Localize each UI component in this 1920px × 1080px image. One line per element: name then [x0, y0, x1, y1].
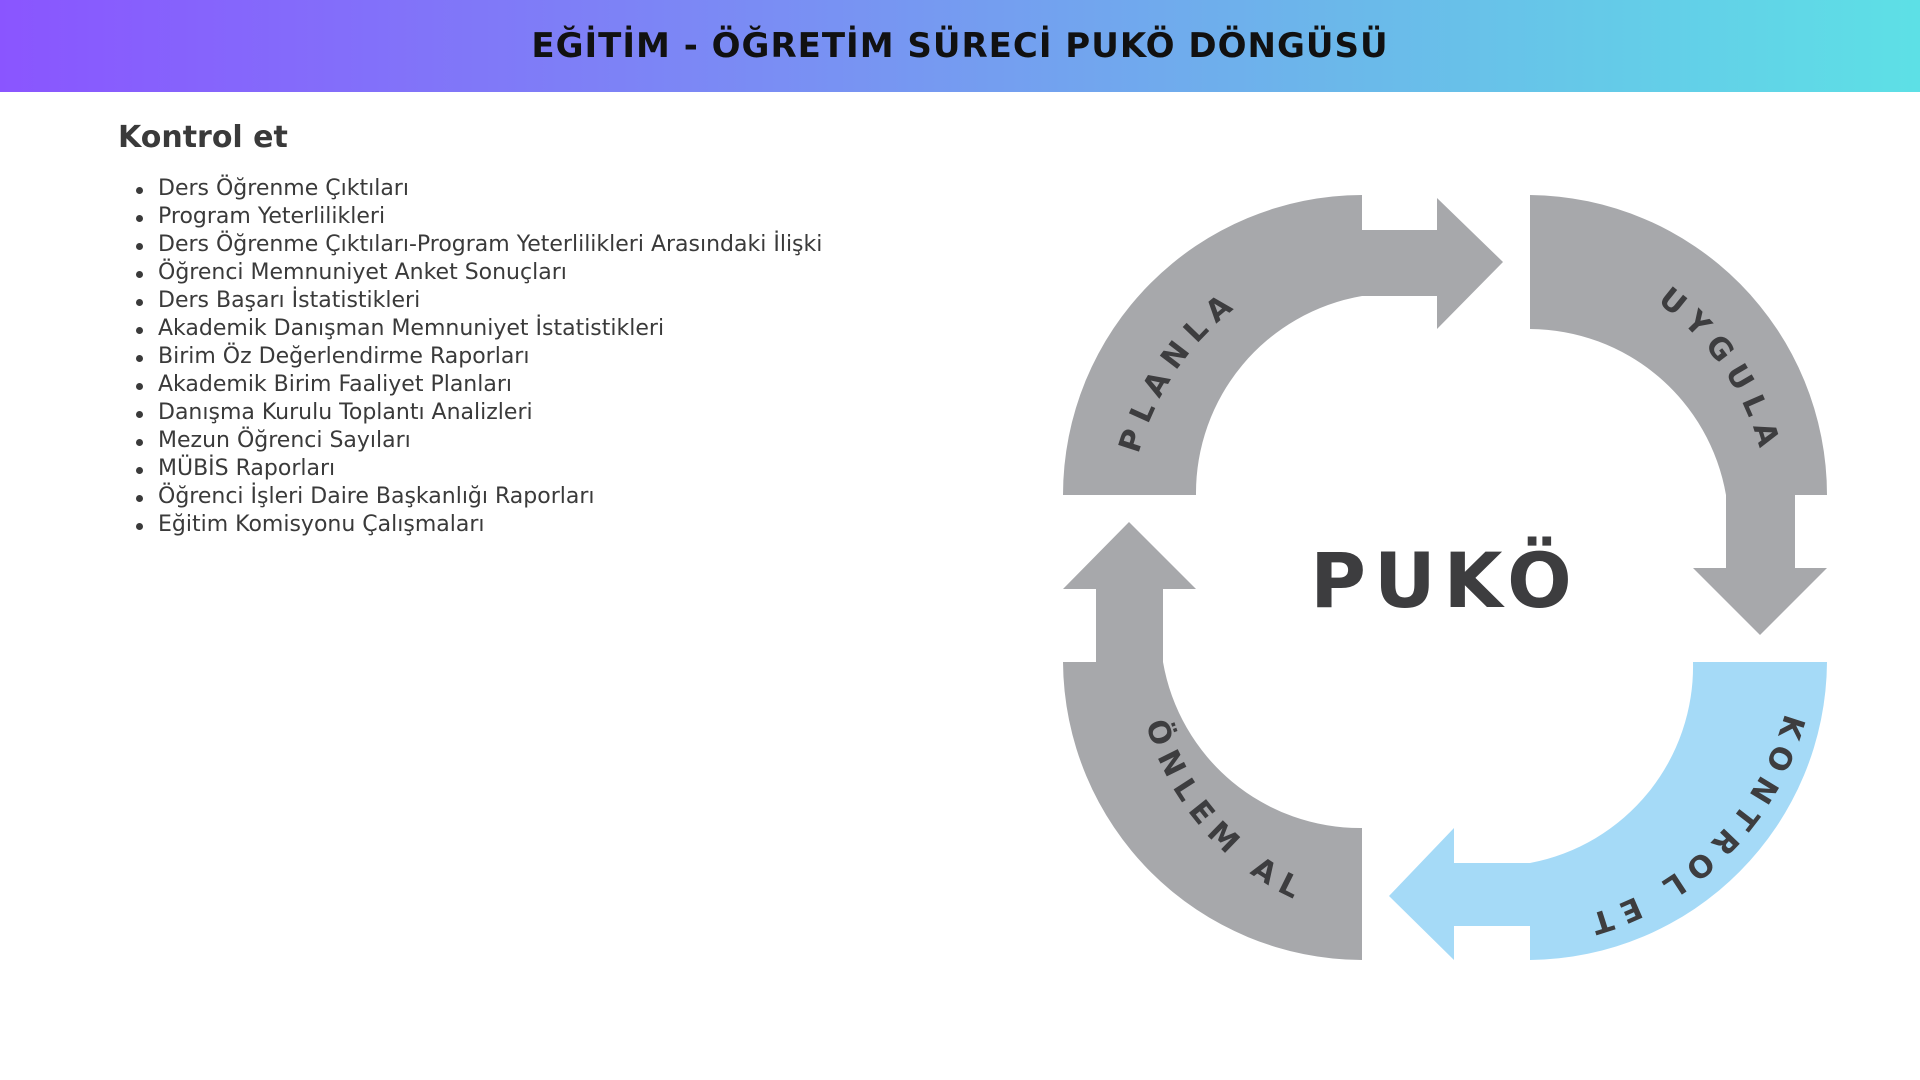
- segment-planla: [1063, 195, 1503, 495]
- segment-uygula: [1530, 195, 1827, 635]
- list-item: Akademik Danışman Memnuniyet İstatistikl…: [132, 315, 1032, 343]
- page-title: EĞİTİM - ÖĞRETİM SÜRECİ PUKÖ DÖNGÜSÜ: [531, 26, 1389, 66]
- list-item: Öğrenci İşleri Daire Başkanlığı Raporlar…: [132, 483, 1032, 511]
- segment-kontrol-et: [1389, 662, 1827, 960]
- list-item: Program Yeterlilikleri: [132, 203, 1032, 231]
- list-item: Danışma Kurulu Toplantı Analizleri: [132, 399, 1032, 427]
- list-item: Öğrenci Memnuniyet Anket Sonuçları: [132, 259, 1032, 287]
- check-items-list: Ders Öğrenme Çıktıları Program Yeterlili…: [132, 175, 1032, 539]
- list-item: Akademik Birim Faaliyet Planları: [132, 371, 1032, 399]
- segment-onlem-al: [1063, 522, 1362, 960]
- list-item: Eğitim Komisyonu Çalışmaları: [132, 511, 1032, 539]
- list-item: Ders Başarı İstatistikleri: [132, 287, 1032, 315]
- cycle-center-label: PUKÖ: [1310, 535, 1580, 625]
- list-item: Ders Öğrenme Çıktıları: [132, 175, 1032, 203]
- list-item: Ders Öğrenme Çıktıları-Program Yeterlili…: [132, 231, 1032, 259]
- list-item: MÜBİS Raporları: [132, 455, 1032, 483]
- section-title: Kontrol et: [118, 120, 288, 155]
- list-item: Mezun Öğrenci Sayıları: [132, 427, 1032, 455]
- pdca-cycle-diagram: PLANLA UYGULA KONTROL ET ÖNLEM AL PUKÖ: [1063, 195, 1827, 960]
- header-banner: EĞİTİM - ÖĞRETİM SÜRECİ PUKÖ DÖNGÜSÜ: [0, 0, 1920, 92]
- list-item: Birim Öz Değerlendirme Raporları: [132, 343, 1032, 371]
